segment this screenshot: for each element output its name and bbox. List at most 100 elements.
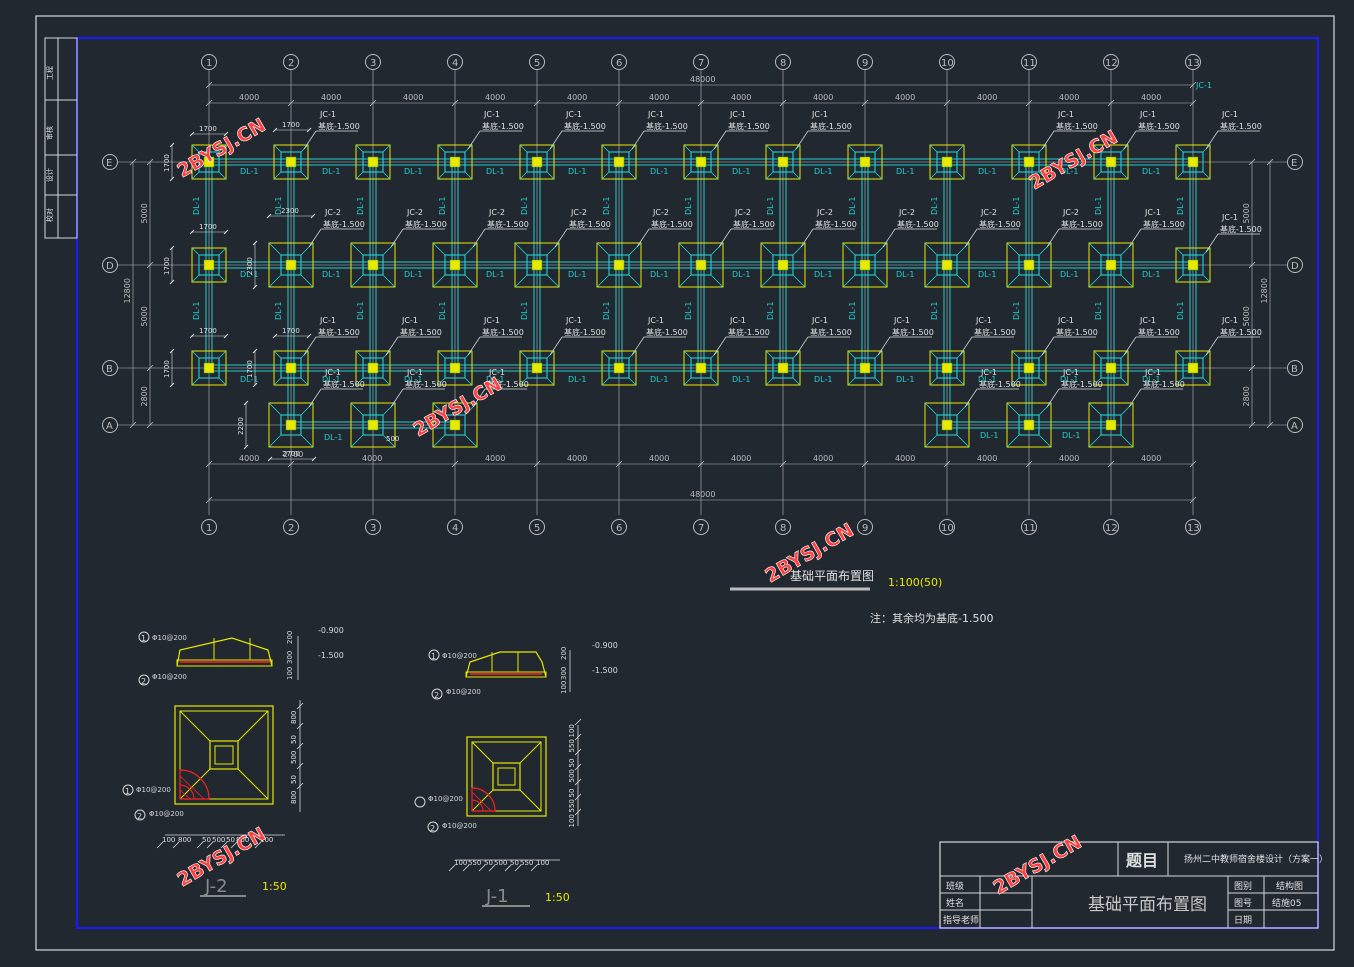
dl-label-E-2: DL-1 [322, 167, 340, 176]
footing-B-2-type: JC-1 [319, 316, 336, 325]
axis-label-bottom-6: 6 [616, 523, 622, 534]
j2-rebar-top: Φ10@200 [152, 634, 187, 642]
footing-D-6-column [613, 259, 625, 271]
dl-label-v1-13: DL-1 [1176, 197, 1185, 215]
axis-bubble-right-A [1287, 417, 1303, 433]
dim-bottom-bays-label-9: 4000 [1059, 454, 1079, 463]
footing-B-3-d1 [355, 350, 364, 359]
footing-E-1-column [203, 156, 215, 168]
footing-B-11-d4 [1038, 377, 1047, 386]
dim-top-bays-tick-10 [1025, 99, 1033, 107]
footing-D-5-d1 [514, 242, 528, 256]
j2-title: J-2 [204, 876, 228, 897]
footing-D-8-column [777, 259, 789, 271]
footing-B-11-leader [1041, 336, 1055, 356]
axis-label-top-2: 2 [288, 58, 294, 69]
footing-D-11-d4 [1038, 274, 1052, 288]
footing-B-13-pad [1175, 350, 1211, 386]
main-title: 基础平面布置图 [790, 569, 874, 583]
dl-label-v1-9: DL-1 [848, 197, 857, 215]
j2-dim-right-3: 50 [290, 775, 298, 784]
footing-B-11-pad [1011, 350, 1047, 386]
dim-right-bays-label-1: 5000 [1242, 306, 1251, 326]
footing-A-3-d2 [382, 402, 396, 416]
footing-A-3-elev: 基底-1.500 [405, 379, 447, 389]
dim-right-bays-label-2: 2800 [1242, 386, 1251, 406]
footing-D-10-d1 [924, 242, 938, 256]
footing-E-9-d4 [874, 171, 883, 180]
footing-D-8-d3 [760, 274, 774, 288]
j1-dim-bottom-tick-6 [530, 864, 538, 872]
footing-D-7-pier [690, 254, 712, 276]
footing-B-5-elev: 基底-1.500 [564, 327, 606, 337]
dl-label-B-7: DL-1 [732, 375, 750, 384]
footing-E-11-leader [1041, 130, 1055, 150]
footing-D-9-leader [882, 228, 896, 248]
footing-D-12-pad [1088, 242, 1134, 288]
footing-B-3-pad [355, 350, 391, 386]
j1-elev-top: -0.900 [592, 641, 618, 650]
footing-D-7-d1 [678, 242, 692, 256]
axis-bubble-bottom-1 [201, 519, 217, 535]
dim-bottom-bays-tick-3 [533, 460, 541, 468]
dim-top-bays-label-10: 4000 [1059, 93, 1079, 102]
j2-dim-right-1: 50 [290, 735, 298, 744]
axis-bubble-top-2 [283, 54, 299, 70]
dl-label-v1-8: DL-1 [766, 197, 775, 215]
footing-D-6-leader [636, 228, 650, 248]
footing-A-10-type: JC-1 [980, 368, 997, 377]
footing-E-2-leader [303, 130, 317, 150]
footing-B-3-elev: 基底-1.500 [400, 327, 442, 337]
footing-B-13-type: JC-1 [1221, 316, 1238, 325]
dim-top-bays-label-2: 4000 [403, 93, 423, 102]
footing-B-9-d3 [847, 377, 856, 386]
footing-B-8-d3 [765, 377, 774, 386]
footing-E-1-pad [191, 144, 227, 180]
axis-label-top-11: 11 [1023, 58, 1036, 69]
footing-B-2-elev: 基底-1.500 [318, 327, 360, 337]
fsv-D-t2 [169, 279, 175, 285]
fsv-A-t2 [243, 444, 249, 450]
footing-E-6-d3 [601, 171, 610, 180]
footing-E-2-d1 [273, 144, 282, 153]
footing-B-1-pier [198, 357, 220, 379]
axis-label-bottom-13: 13 [1187, 523, 1200, 534]
axis-label-top-3: 3 [370, 58, 376, 69]
dl-label-D-1: DL-1 [240, 270, 258, 279]
footing-D-10-pier [936, 254, 958, 276]
footing-B-8-column [777, 362, 789, 374]
footing-D-5-d4 [546, 274, 560, 288]
footing-E-11-pier [1018, 151, 1040, 173]
footing-D-12-d3 [1088, 274, 1102, 288]
j1-sec-dim-2: 300 [560, 667, 568, 680]
fsv-D2-txt: 2300 [246, 257, 254, 275]
dl-label-E-7: DL-1 [732, 167, 750, 176]
dl-label-v1-4: DL-1 [438, 197, 447, 215]
footing-D-13-pier [1182, 254, 1204, 276]
footing-E-11-d1 [1011, 144, 1020, 153]
footing-D-1-pad [191, 247, 227, 283]
footing-D-4-elev: 基底-1.500 [487, 219, 529, 229]
footing-B-8-type: JC-1 [811, 316, 828, 325]
footing-E-12-leader [1123, 130, 1137, 150]
j2-dim-bottom-6: 100 [260, 836, 273, 844]
footing-B-2-pad [273, 350, 309, 386]
footing-A-3-column [367, 419, 379, 431]
dim-bottom-bays-tick-1 [287, 460, 295, 468]
dim-top-bays-label-9: 4000 [977, 93, 997, 102]
dl-label-v2-6: DL-1 [602, 302, 611, 320]
fs-A2-txt: 2700 [282, 450, 300, 458]
footing-E-13-pier [1182, 151, 1204, 173]
footing-E-5-d4 [546, 171, 555, 180]
footing-A-2-pier [280, 414, 302, 436]
dl-label-v2-4: DL-1 [438, 302, 447, 320]
fs-D1-t2 [223, 229, 229, 235]
dim-top-total-tick-0 [205, 81, 213, 89]
footing-D-9-elev: 基底-1.500 [897, 219, 939, 229]
footing-B-11-d1 [1011, 350, 1020, 359]
footing-D-13-d3 [1175, 274, 1184, 283]
footing-E-3-d3 [355, 171, 364, 180]
footing-B-10-column [941, 362, 953, 374]
dim-bottom-total-tick-0 [205, 496, 213, 504]
